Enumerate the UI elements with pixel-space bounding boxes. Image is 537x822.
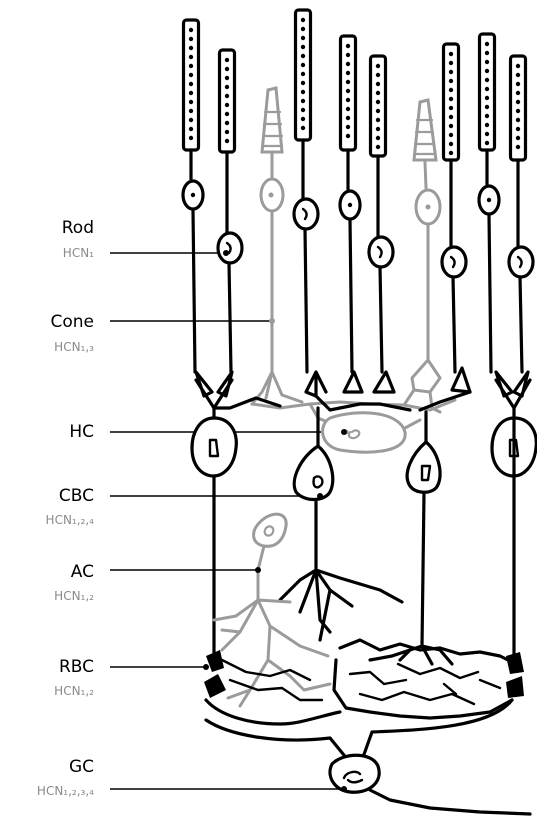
label-cone-sub: HCN₁,₃	[54, 340, 94, 354]
label-gc-name: GC	[69, 757, 94, 777]
label-hc-name: HC	[69, 422, 94, 442]
label-cbc-sub: HCN₁,₂,₄	[46, 513, 95, 527]
rod-bipolar-cell-left	[192, 408, 236, 698]
rod-cell-5	[369, 56, 393, 372]
label-gc-sub: HCN₁,₂,₃,₄	[37, 784, 94, 798]
rod-cell-1	[183, 20, 203, 372]
label-cone-name: Cone	[50, 312, 94, 332]
ganglion-cell	[206, 700, 530, 814]
rod-cell-4	[340, 36, 360, 372]
rod-cell-7	[479, 34, 499, 372]
leader-dot-cone	[269, 318, 275, 324]
label-gc: GC HCN₁,₂,₃,₄	[37, 757, 344, 798]
label-ac-name: AC	[71, 562, 94, 582]
leader-dot-rbc	[203, 664, 209, 670]
label-rbc-name: RBC	[59, 657, 94, 677]
rod-cell-2	[218, 50, 242, 372]
amacrine-cell	[214, 514, 330, 706]
rod-cell-6	[442, 44, 466, 372]
label-rod: Rod HCN₁	[62, 218, 226, 260]
label-rbc: RBC HCN₁,₂	[54, 657, 206, 698]
cone-cell-2	[404, 100, 440, 412]
leader-dot-gc	[341, 786, 347, 792]
label-rod-name: Rod	[62, 218, 94, 238]
leader-dot-cbc	[317, 493, 323, 499]
rod-cell-3	[294, 10, 318, 372]
label-cbc-name: CBC	[59, 486, 94, 506]
leader-dot-rod	[223, 250, 229, 256]
label-rbc-sub: HCN₁,₂	[54, 684, 94, 698]
leader-dot-hc	[341, 429, 347, 435]
ipl-terminal-network	[206, 640, 512, 724]
rod-cells	[183, 10, 533, 372]
horizontal-cell	[323, 413, 420, 452]
label-rod-sub: HCN₁	[63, 246, 94, 260]
rod-outer-segment	[220, 50, 235, 152]
rod-outer-segment	[511, 56, 526, 160]
label-cone: Cone HCN₁,₃	[50, 312, 272, 354]
label-ac: AC HCN₁,₂	[54, 562, 258, 603]
rod-outer-segment	[371, 56, 386, 156]
label-ac-sub: HCN₁,₂	[54, 589, 94, 603]
leader-dot-ac	[255, 567, 261, 573]
rod-cell-8	[509, 56, 533, 372]
